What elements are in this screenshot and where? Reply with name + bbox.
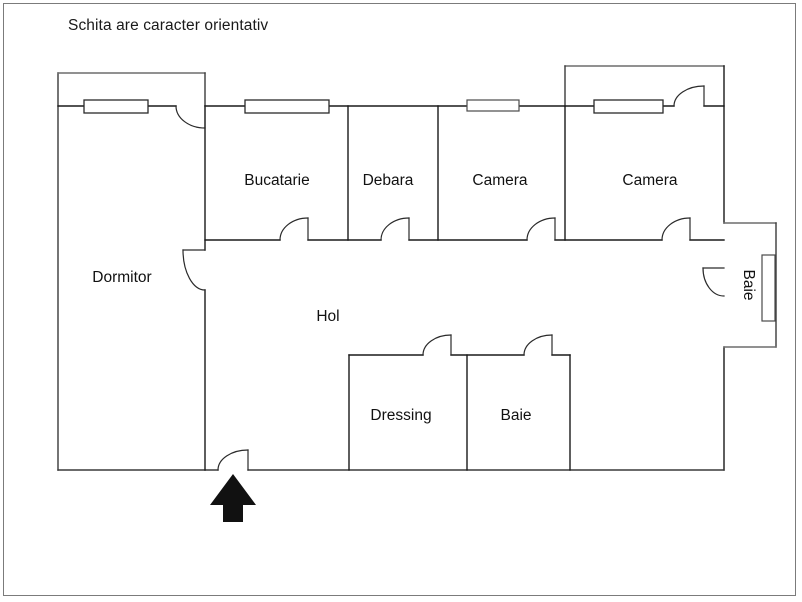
room-label-dressing: Dressing (370, 407, 432, 424)
window-camera-2 (593, 99, 664, 114)
door-debara-hol (380, 217, 410, 241)
door-camera1-hol (526, 217, 556, 241)
door-entrance (217, 449, 249, 471)
room-label-bucatarie: Bucatarie (244, 172, 310, 189)
room-label-debara: Debara (362, 172, 414, 189)
windows-group (83, 99, 776, 322)
window-bucatarie (244, 99, 330, 114)
door-dormitor-top (175, 105, 206, 129)
door-dormitor-hol (182, 249, 206, 291)
door-camera2-hol (661, 217, 691, 241)
room-label-hol: Hol (316, 308, 340, 325)
room-label-dormitor: Dormitor (92, 269, 152, 286)
room-label-baie-jos: Baie (500, 407, 532, 424)
entrance-arrow (210, 474, 256, 522)
door-baie-jos-hol (523, 334, 553, 356)
door-camera2-top (673, 85, 705, 107)
room-label-baie-dreapta: Baie (740, 269, 757, 301)
page-title: Schita are caracter orientativ (68, 17, 269, 34)
door-baie-right (702, 267, 725, 297)
door-dressing-hol (422, 334, 452, 356)
window-camera-1 (466, 99, 520, 112)
room-label-camera-2: Camera (622, 172, 678, 189)
window-dormitor (83, 99, 149, 114)
door-bucatarie-hol (279, 217, 309, 241)
window-baie-right (761, 254, 776, 322)
room-label-camera-1: Camera (472, 172, 528, 189)
